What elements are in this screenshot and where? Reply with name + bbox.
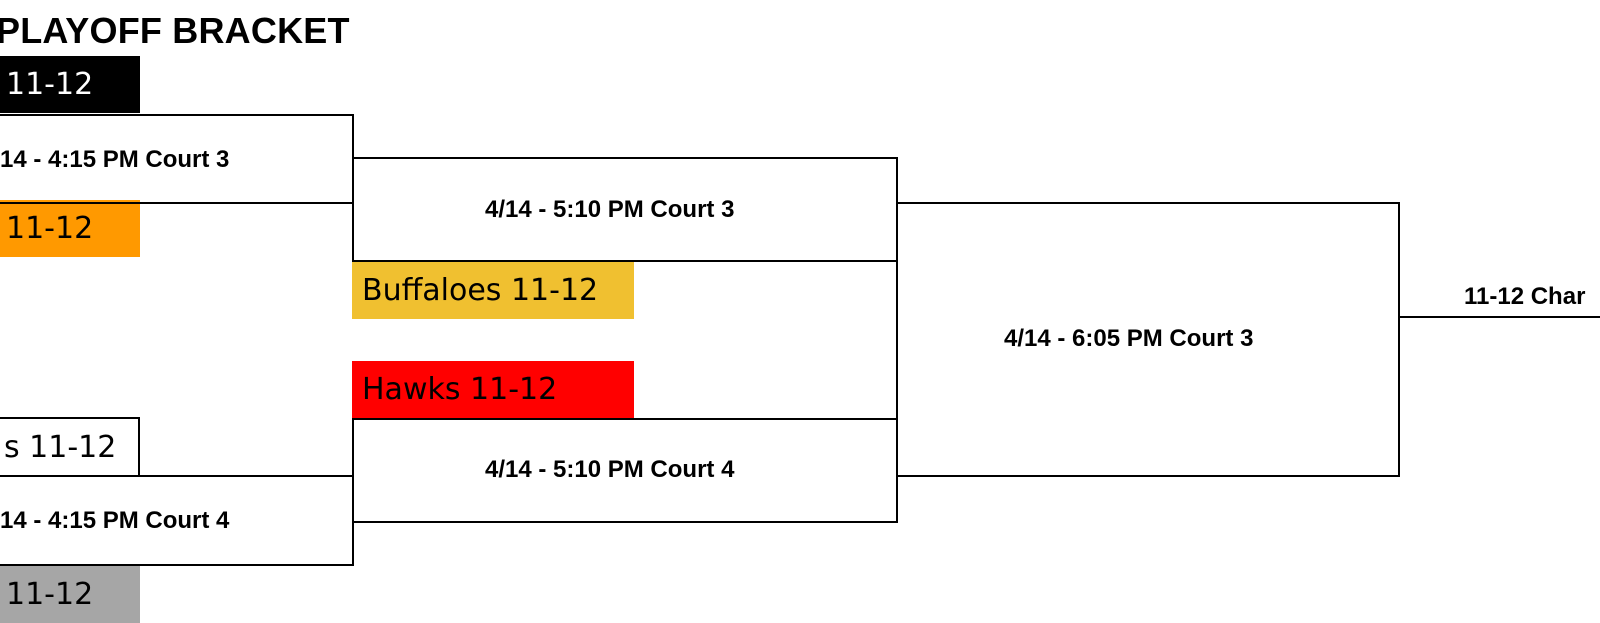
final-connector-line [1398,316,1600,318]
team-slot-2: 11-12 [0,200,140,257]
team-slot-3: Buffaloes 11-12 [352,262,634,319]
game-label-final: 11-12 Char [1464,283,1586,310]
team-label: s 11-12 [4,429,117,465]
team-label: 11-12 [6,211,94,246]
game-label-r1-top: 14 - 4:15 PM Court 3 [0,146,230,173]
team-label: Hawks 11-12 [362,372,558,407]
game-label-semi: 4/14 - 6:05 PM Court 3 [1004,325,1254,352]
team-slot-4: Hawks 11-12 [352,361,634,418]
game-box-semi [896,202,1400,477]
game-label-r1-bottom: 14 - 4:15 PM Court 4 [0,507,230,534]
team-slot-1: 11-12 [0,56,140,113]
game-label-r2-bottom: 4/14 - 5:10 PM Court 4 [485,456,735,483]
team-slot-6: 11-12 [0,566,140,623]
team-label: Buffaloes 11-12 [362,273,599,308]
page-title: PLAYOFF BRACKET [0,10,350,51]
team-slot-5: s 11-12 [0,417,140,477]
team-label: 11-12 [6,67,94,102]
team-label: 11-12 [6,577,94,612]
game-label-r2-top: 4/14 - 5:10 PM Court 3 [485,196,735,223]
